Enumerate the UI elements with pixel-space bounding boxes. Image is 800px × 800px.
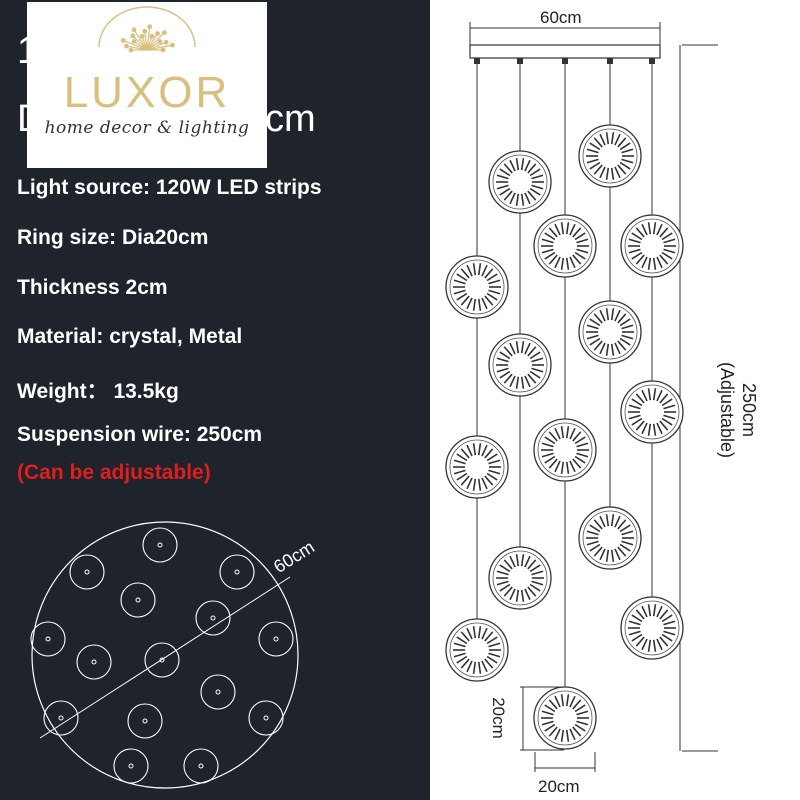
crystal-ring-icon <box>533 418 597 482</box>
top-view-ring-icon <box>258 621 294 657</box>
top-view-diagram <box>30 521 299 789</box>
side-view-panel <box>430 0 800 800</box>
canopy-width-label: 60cm <box>540 8 582 27</box>
top-view-ring-icon <box>76 644 112 680</box>
logo-tagline: home decor & lighting <box>44 118 250 138</box>
top-view-ring-icon <box>195 600 231 636</box>
height-value: 250cm <box>739 382 759 438</box>
crystal-ring-icon <box>445 435 509 499</box>
crystal-ring-icon <box>578 506 642 570</box>
top-view-ring-icon <box>248 700 284 736</box>
crystal-ring-icon <box>533 686 597 750</box>
top-view-diameter-line <box>39 576 291 739</box>
top-view-ring-icon <box>142 527 178 563</box>
top-view-outline <box>31 521 299 789</box>
ring-width-label: 20cm <box>538 777 580 796</box>
luxor-logo: LUXOR home decor & lighting <box>27 2 267 168</box>
crystal-ring-icon <box>488 150 552 214</box>
top-view-ring-icon <box>30 621 66 657</box>
crystal-ring-icon <box>445 618 509 682</box>
top-view-ring-icon <box>200 674 236 710</box>
top-view-ring-icon <box>219 554 255 590</box>
spec-material: Material: crystal, Metal <box>17 325 243 348</box>
spec-ring-size: Ring size: Dia20cm <box>17 226 209 249</box>
spec-thickness: Thickness 2cm <box>17 276 168 299</box>
top-view-ring-icon <box>69 554 105 590</box>
ring-height-label: 20cm <box>489 697 508 739</box>
top-view-ring-icon <box>43 700 79 736</box>
spec-suspension-wire: Suspension wire: 250cm <box>17 423 263 446</box>
canopy-icon <box>469 44 661 59</box>
top-view-ring-icon <box>144 642 180 678</box>
top-view-ring-icon <box>183 748 219 784</box>
side-view-diagram <box>445 22 718 772</box>
crystal-ring-icon <box>620 380 684 444</box>
crystal-ring-icon <box>578 300 642 364</box>
top-view-ring-icon <box>120 582 156 618</box>
height-label: 250cm(Adjustable) <box>716 362 760 458</box>
partial-dimension-suffix: cm <box>265 98 316 140</box>
crystal-ring-icon <box>578 124 642 188</box>
crystal-ring-icon <box>488 333 552 397</box>
spec-weight: Weight： 13.5kg <box>17 380 179 403</box>
crystal-ring-icon <box>620 214 684 278</box>
crystal-ring-icon <box>620 596 684 660</box>
logo-brand-name: LUXOR <box>63 68 231 117</box>
crystal-ring-icon <box>445 255 509 319</box>
top-view-ring-icon <box>127 703 163 739</box>
height-adjustable-note: (Adjustable) <box>717 361 737 459</box>
logo-burst-icon <box>98 6 196 53</box>
spec-light-source: Light source: 120W LED strips <box>17 176 322 199</box>
spec-adjustable-note: (Can be adjustable) <box>17 461 211 484</box>
crystal-ring-icon <box>533 214 597 278</box>
spec-panel: 1 D cm LUXOR home decor & lighting Light… <box>0 0 430 800</box>
crystal-ring-icon <box>488 546 552 610</box>
top-view-ring-icon <box>113 748 149 784</box>
